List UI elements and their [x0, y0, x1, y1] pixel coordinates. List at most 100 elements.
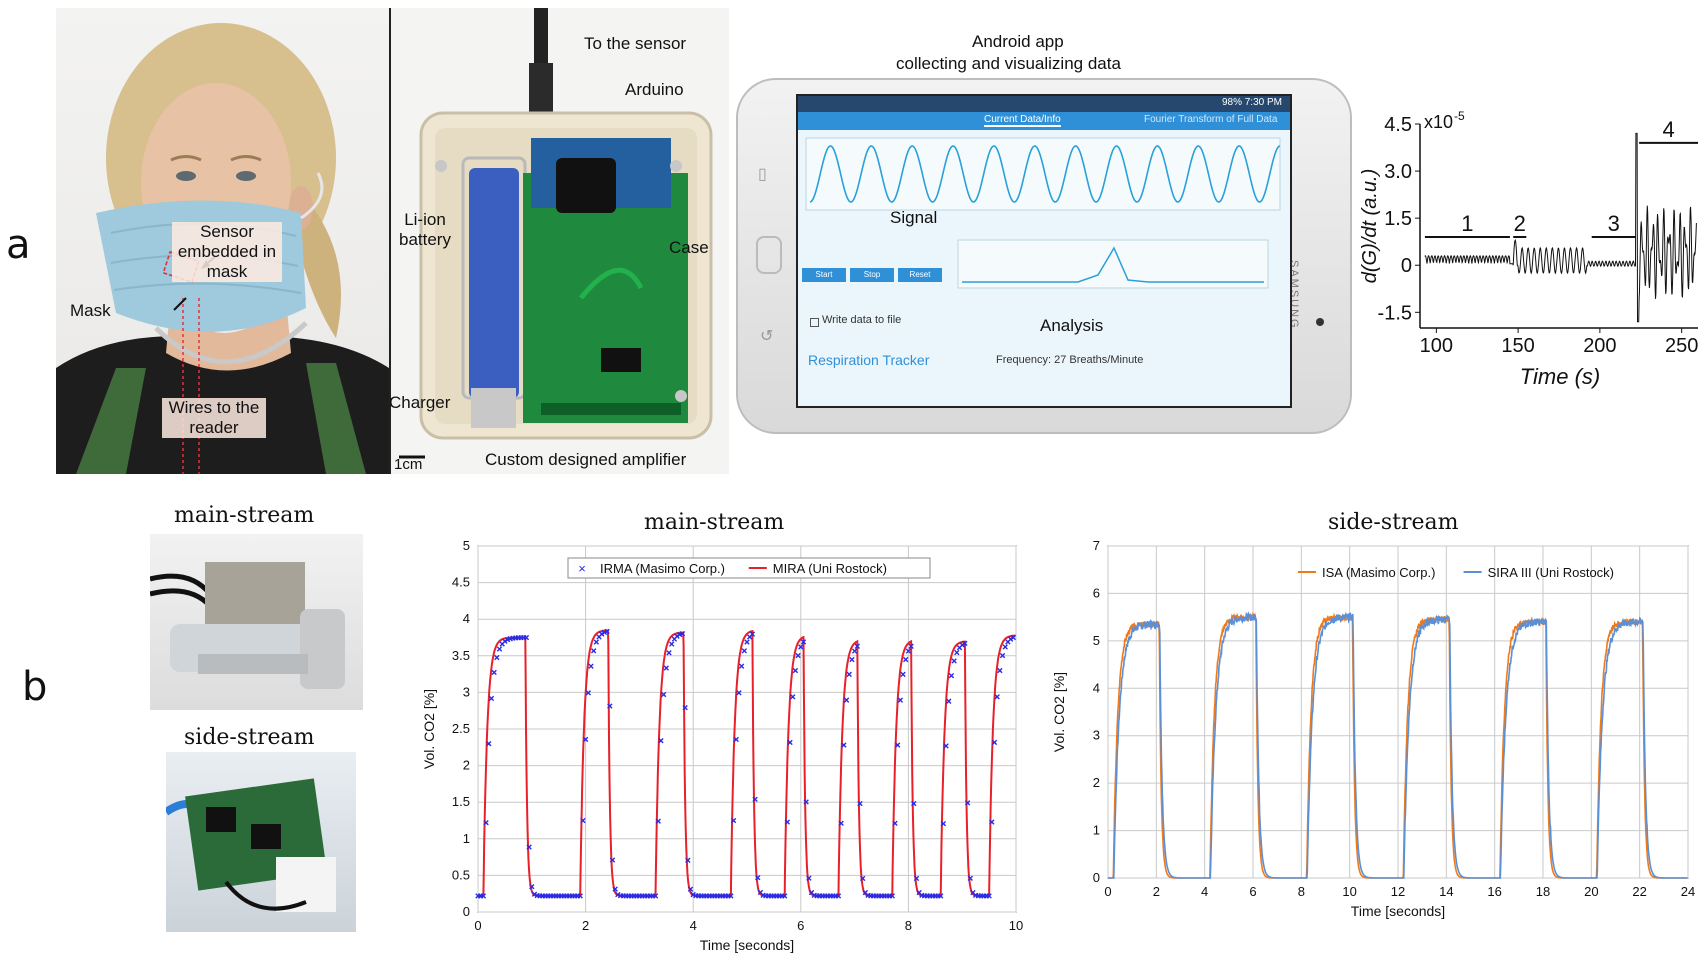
data-point-marker — [948, 672, 955, 679]
segment-label-4: 4 — [1662, 117, 1674, 142]
x-tick-label: 100 — [1420, 335, 1453, 357]
segment-label-3: 3 — [1608, 211, 1620, 236]
y-tick-label: 1 — [1093, 823, 1100, 838]
x-tick-label: 0 — [1104, 884, 1111, 899]
y-tick-label: 4.5 — [452, 575, 470, 590]
data-point-marker — [846, 671, 852, 678]
y-tick-label: 1 — [463, 831, 470, 846]
data-point-marker — [989, 819, 995, 825]
write-data-checkbox[interactable] — [810, 318, 819, 327]
data-point-marker — [494, 654, 500, 661]
derivative-signal-line — [1424, 132, 1697, 323]
tab-bar: Current Data/Info Fourier Transform of F… — [798, 112, 1290, 130]
data-point-marker — [991, 739, 998, 746]
data-point-marker — [954, 649, 960, 656]
reset-button[interactable]: Reset — [898, 268, 942, 282]
recent-apps-icon[interactable]: ↺ — [760, 328, 774, 345]
data-point-marker — [652, 893, 659, 899]
data-point-marker — [679, 630, 686, 637]
main-stream-sensor-illustration — [150, 562, 345, 689]
data-point-marker — [897, 697, 904, 703]
data-point-marker — [666, 650, 672, 656]
series-markers-IRMA (Masimo Corp.) — [475, 628, 1017, 899]
y-tick-label: 5 — [1093, 633, 1100, 648]
data-point-marker — [685, 857, 691, 864]
data-point-marker — [940, 820, 947, 827]
y-tick-label: -1.5 — [1378, 302, 1412, 324]
data-point-marker — [1010, 634, 1017, 641]
x-axis-label: Time (s) — [1520, 364, 1600, 389]
frequency-readout: Frequency: 27 Breaths/Minute — [996, 354, 1144, 366]
legend: ISA (Masimo Corp.)SIRA III (Uni Rostock) — [1298, 565, 1614, 580]
breath-signal-line — [809, 145, 1281, 203]
back-icon[interactable]: ▯ — [758, 166, 767, 183]
phone-caption-line2: collecting and visualizing data — [896, 54, 1121, 73]
x-axis-label: Time [seconds] — [700, 937, 794, 953]
label-li-ion-battery: Li-ion battery — [399, 210, 451, 249]
main-stream-sensor-photo — [150, 534, 363, 710]
data-point-marker — [529, 883, 535, 890]
data-point-marker — [660, 691, 667, 698]
label-sensor-embedded: Sensor embedded in mask — [172, 222, 282, 282]
y-tick-label: 2.5 — [452, 721, 470, 736]
x-tick-label: 6 — [1249, 884, 1256, 899]
home-button[interactable] — [756, 236, 782, 274]
data-point-marker — [889, 893, 895, 899]
y-tick-label: 0.5 — [452, 867, 470, 882]
segment-label-1: 1 — [1461, 211, 1473, 236]
chart-title-main-stream: main-stream — [644, 510, 785, 535]
data-point-marker — [687, 886, 694, 892]
data-point-marker — [857, 800, 863, 807]
x-tick-label: 18 — [1536, 884, 1550, 899]
data-point-marker — [590, 648, 597, 654]
panel-letter-b: b — [22, 664, 48, 710]
x-tick-label: 12 — [1391, 884, 1405, 899]
legend: ×IRMA (Masimo Corp.)MIRA (Uni Rostock) — [567, 557, 931, 579]
y-multiplier: x10 — [1424, 112, 1453, 132]
data-point-marker — [795, 652, 801, 659]
data-point-marker — [609, 857, 616, 863]
data-point-marker — [806, 875, 812, 881]
label-arduino: Arduino — [625, 80, 684, 99]
data-point-marker — [784, 819, 791, 825]
data-point-marker — [997, 667, 1003, 674]
data-point-marker — [951, 658, 957, 664]
electronics-photo — [389, 8, 729, 474]
side-stream-sensor-illustration — [166, 778, 336, 912]
tab-current-data[interactable]: Current Data/Info — [984, 114, 1061, 127]
series-line-SIRA III (Uni Rostock) — [1108, 611, 1688, 879]
x-tick-label: 20 — [1584, 884, 1598, 899]
data-point-marker — [655, 818, 661, 824]
y-tick-label: 3.0 — [1384, 161, 1412, 183]
label-charger: Charger — [389, 393, 451, 412]
start-button[interactable]: Start — [802, 268, 846, 282]
data-point-marker — [607, 703, 613, 709]
data-point-marker — [911, 800, 917, 807]
stop-button[interactable]: Stop — [850, 268, 894, 282]
photo-title-main-stream: main-stream — [174, 503, 315, 528]
write-data-label: Write data to file — [822, 314, 902, 326]
data-point-marker — [658, 738, 664, 744]
app-plots — [805, 137, 1281, 289]
label-case: Case — [669, 238, 709, 257]
label-wires-to-reader: Wires to the reader — [162, 398, 266, 438]
legend-entry-MIRA (Uni Rostock): MIRA (Uni Rostock) — [773, 561, 887, 576]
data-point-marker — [744, 639, 750, 645]
data-point-marker — [674, 633, 680, 639]
y-tick-label: 7 — [1093, 540, 1100, 553]
data-point-marker — [1002, 644, 1008, 650]
data-point-marker — [612, 886, 618, 892]
tab-fourier-transform[interactable]: Fourier Transform of Full Data — [1144, 114, 1278, 125]
data-point-marker — [491, 669, 497, 676]
x-tick-label: 14 — [1439, 884, 1453, 899]
data-point-marker — [787, 739, 793, 746]
data-point-marker — [604, 628, 610, 635]
data-point-marker — [749, 631, 756, 637]
data-point-marker — [582, 736, 589, 743]
data-point-marker — [480, 893, 487, 899]
data-point-marker — [835, 893, 842, 899]
data-point-marker — [502, 638, 508, 644]
status-bar: 98% 7:30 PM — [798, 96, 1290, 112]
